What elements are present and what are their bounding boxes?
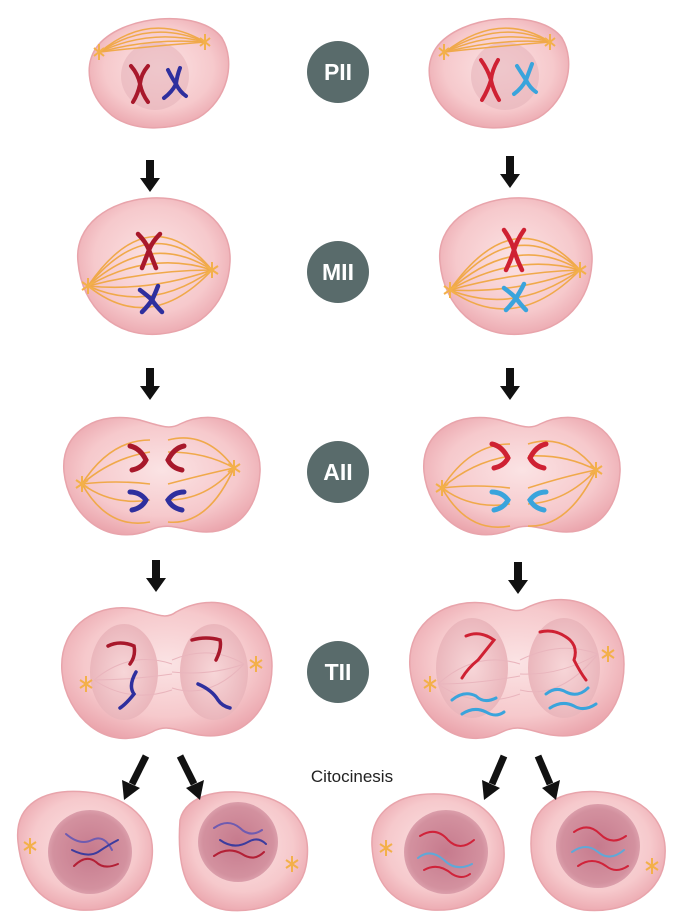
cytokinesis-label: Citocinesis xyxy=(311,767,393,786)
stage-label: PII xyxy=(324,59,352,85)
down-arrow-icon xyxy=(140,368,160,400)
anaphase-ii-cell-left xyxy=(64,417,260,534)
stage-label: MII xyxy=(322,259,354,285)
metaphase-ii-cell-right xyxy=(440,198,592,334)
stage-label: TII xyxy=(325,659,352,685)
daughter-cell xyxy=(531,792,665,911)
telophase-ii-cell-right xyxy=(410,600,624,739)
stage-badge-mii: MII xyxy=(307,241,369,303)
diagonal-arrow-icon xyxy=(482,756,504,800)
daughter-cell xyxy=(372,794,504,910)
down-arrow-icon xyxy=(500,368,520,400)
down-arrow-icon xyxy=(500,156,520,188)
telophase-ii-cell-left xyxy=(62,602,272,738)
prophase-ii-cell-right xyxy=(429,19,568,128)
diagonal-arrow-icon xyxy=(538,756,560,800)
prophase-ii-cell-left xyxy=(89,19,228,128)
daughter-cell xyxy=(179,792,307,911)
down-arrow-icon xyxy=(146,560,166,592)
down-arrow-icon xyxy=(140,160,160,192)
metaphase-ii-cell-left xyxy=(78,198,230,334)
daughter-cell xyxy=(18,791,153,910)
stage-label: AII xyxy=(323,459,352,485)
stage-badge-pii: PII xyxy=(307,41,369,103)
down-arrow-icon xyxy=(508,562,528,594)
daughter-cells-row xyxy=(18,791,665,910)
diagonal-arrow-icon xyxy=(180,756,204,800)
anaphase-ii-cell-right xyxy=(424,417,620,534)
stage-badge-tii: TII xyxy=(307,641,369,703)
stage-badge-aii: AII xyxy=(307,441,369,503)
diagonal-arrow-icon xyxy=(122,756,146,800)
